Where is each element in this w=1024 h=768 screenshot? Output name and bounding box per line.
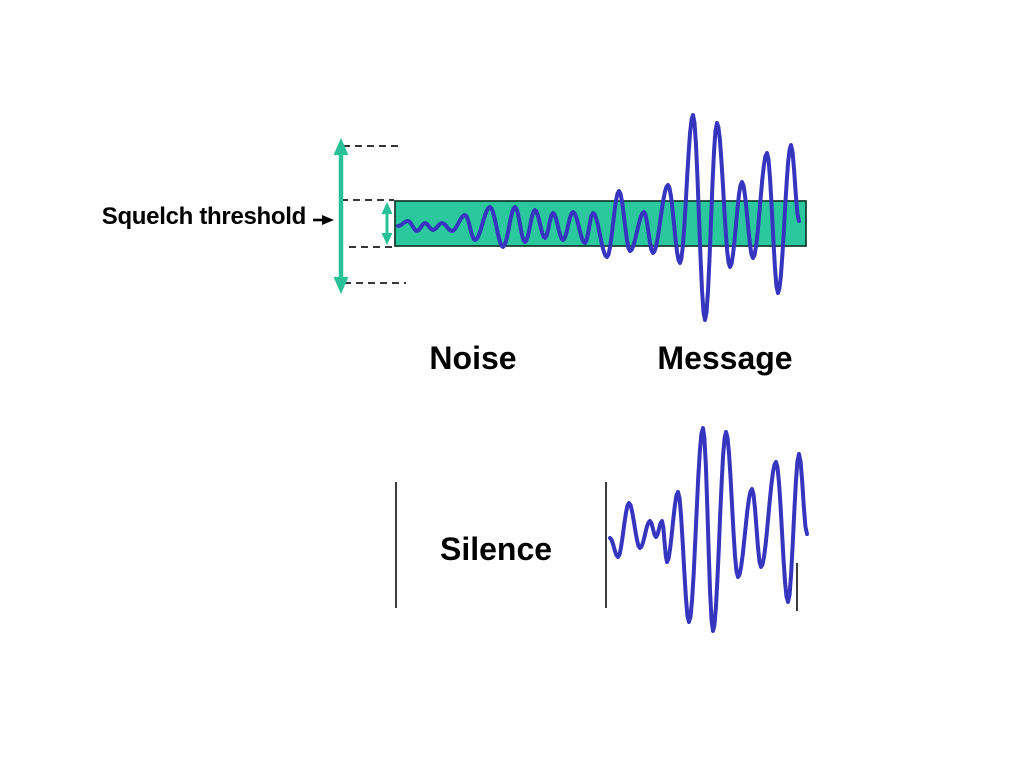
threshold-pointer-icon	[322, 215, 334, 225]
noise-message-waveform	[396, 113, 801, 322]
message-label: Message	[657, 340, 793, 376]
squelched-output-waveform	[608, 426, 809, 633]
noise-label: Noise	[429, 340, 517, 376]
squelch-threshold-label: Squelch threshold	[101, 203, 307, 230]
bar-height-arrow-down-head-icon	[381, 233, 393, 245]
silence-label: Silence	[439, 531, 553, 567]
full-range-arrow-down-head-icon	[333, 277, 349, 294]
bar-height-arrow-up-head-icon	[381, 202, 393, 214]
full-range-arrow-up-head-icon	[333, 138, 349, 155]
